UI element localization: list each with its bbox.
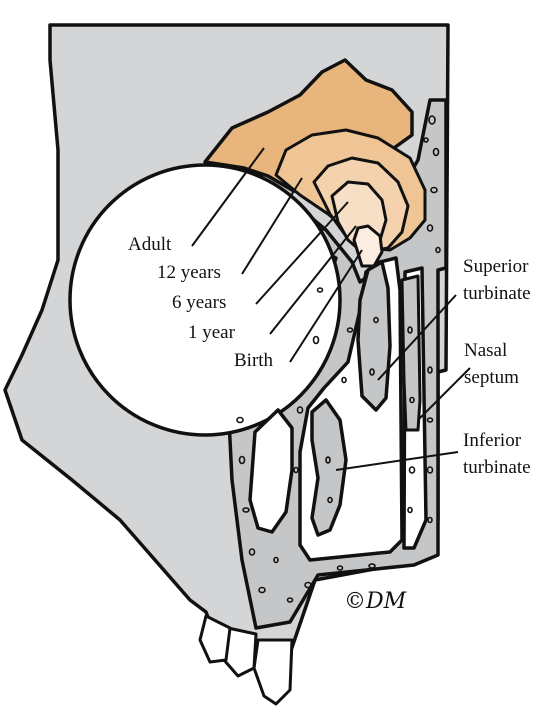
orbit — [68, 163, 342, 437]
leader-6-years — [255, 201, 349, 305]
label-nasal-septum-line2: septum — [464, 367, 519, 388]
label-1-year: 1 year — [188, 322, 236, 343]
teeth — [198, 614, 294, 706]
leader-1-year — [269, 225, 357, 335]
superior-turbinate — [356, 260, 392, 412]
tooth-canine — [252, 638, 294, 706]
label-inferior-turbinate-line2: turbinate — [463, 457, 531, 478]
bone-texture — [236, 115, 441, 603]
label-birth: Birth — [234, 350, 274, 371]
leader-nasal-septum — [417, 367, 471, 421]
label-nasal-septum-line1: Nasal — [464, 340, 507, 361]
tooth-premolar-2 — [198, 614, 232, 664]
sinus-birth — [352, 224, 384, 268]
maxillary-antrum — [248, 408, 294, 534]
leader-inferior-turbinate — [335, 451, 459, 471]
label-superior-turbinate-line1: Superior — [463, 256, 529, 277]
label-6-years: 6 years — [172, 292, 226, 313]
leader-lines — [191, 147, 471, 471]
label-adult: Adult — [128, 234, 172, 255]
leader-adult — [191, 147, 265, 247]
label-superior-turbinate-line2: turbinate — [463, 283, 531, 304]
inferior-turbinate — [310, 398, 348, 537]
artist-signature: ©DM — [344, 589, 407, 614]
leader-birth — [289, 249, 363, 363]
nasal-septum — [400, 274, 422, 432]
label-12-years: 12 years — [157, 262, 221, 283]
leader-12-years — [241, 177, 303, 275]
label-inferior-turbinate-line1: Inferior — [463, 430, 522, 451]
leader-superior-turbinate — [377, 294, 457, 381]
